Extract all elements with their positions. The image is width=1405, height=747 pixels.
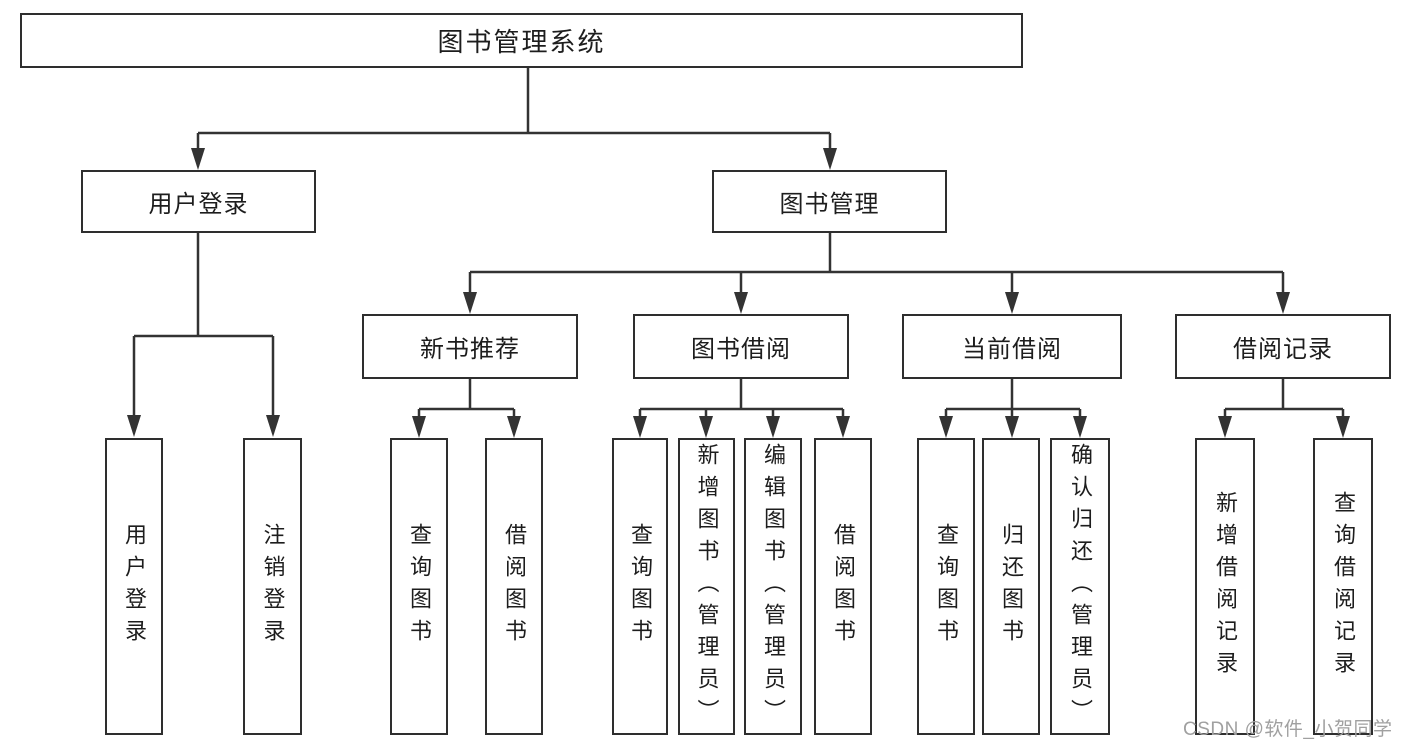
connector-user-login <box>127 233 280 437</box>
node-current-borrow: 当前借阅 <box>902 314 1122 379</box>
node-book-borrow: 图书借阅 <box>633 314 849 379</box>
node-leaf-query-book: 查询图书 <box>612 438 668 735</box>
node-leaf-return-book: 归还图书 <box>982 438 1040 735</box>
node-library-system: 图书管理系统 <box>20 13 1023 68</box>
node-leaf-logout: 注销登录 <box>243 438 302 735</box>
node-label: 查询图书 <box>628 522 653 651</box>
node-leaf-edit-book-admin: 编辑图书（管理员） <box>744 438 802 735</box>
node-label: 当前借阅 <box>962 336 1062 363</box>
node-label: 归还图书 <box>999 522 1024 651</box>
node-label: 图书管理 <box>779 191 880 218</box>
connector-root <box>191 68 837 170</box>
node-label: 借阅记录 <box>1233 336 1333 363</box>
node-leaf-confirm-return-admin: 确认归还（管理员） <box>1050 438 1110 735</box>
node-label: 查询借阅记录 <box>1331 490 1356 683</box>
node-label: 注销登录 <box>260 522 286 651</box>
node-leaf-query-current: 查询图书 <box>917 438 975 735</box>
node-new-book-recommend: 新书推荐 <box>362 314 578 379</box>
connector-current-borrow <box>939 379 1087 438</box>
node-leaf-add-book-admin: 新增图书（管理员） <box>678 438 735 735</box>
node-user-login-group: 用户登录 <box>81 170 316 233</box>
node-label: 新增图书（管理员） <box>694 442 720 731</box>
node-label: 用户登录 <box>148 191 249 218</box>
node-leaf-borrow-book-recommend: 借阅图书 <box>485 438 543 735</box>
node-book-management: 图书管理 <box>712 170 947 233</box>
connector-borrow-records <box>1218 379 1350 438</box>
connector-book-borrow <box>633 379 850 438</box>
csdn-watermark: CSDN @软件_小贺同学 <box>1183 719 1393 740</box>
node-label: 查询图书 <box>934 522 959 651</box>
node-leaf-user-login: 用户登录 <box>105 438 163 735</box>
node-label: 查询图书 <box>407 522 432 651</box>
connector-book-management <box>463 233 1290 314</box>
connector-new-book <box>412 379 521 438</box>
node-leaf-query-book-recommend: 查询图书 <box>390 438 448 735</box>
node-leaf-borrow-book: 借阅图书 <box>814 438 872 735</box>
node-label: 编辑图书（管理员） <box>761 442 786 731</box>
node-label: 图书借阅 <box>691 336 791 363</box>
node-leaf-query-borrow-record: 查询借阅记录 <box>1313 438 1373 735</box>
node-label: 用户登录 <box>122 522 147 651</box>
node-label: 借阅图书 <box>831 522 856 651</box>
node-label: 新书推荐 <box>420 336 520 363</box>
node-label: 图书管理系统 <box>437 27 606 57</box>
node-label: 借阅图书 <box>502 522 527 651</box>
node-leaf-add-borrow-record: 新增借阅记录 <box>1195 438 1255 735</box>
node-borrow-records: 借阅记录 <box>1175 314 1391 379</box>
node-label: 新增借阅记录 <box>1213 490 1238 683</box>
node-label: 确认归还（管理员） <box>1068 442 1093 731</box>
